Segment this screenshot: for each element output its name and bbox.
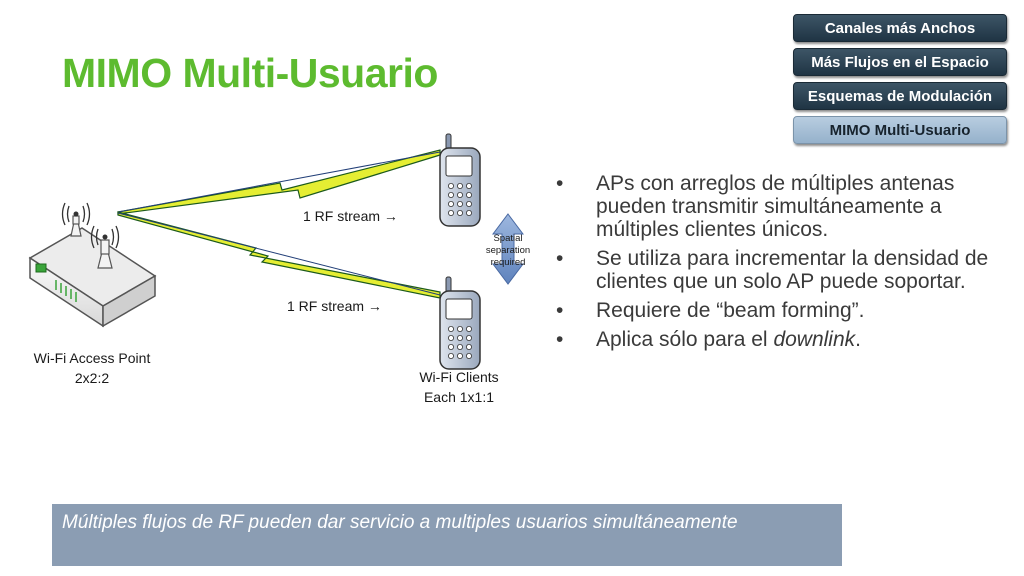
ap-label: Wi-Fi Access Point <box>34 350 151 366</box>
nav-button-canales[interactable]: Canales más Anchos <box>793 14 1007 42</box>
spatial-label-line1: Spatial <box>493 233 522 244</box>
slide-title: MIMO Multi-Usuario <box>62 50 438 96</box>
ap-spec-label: 2x2:2 <box>75 370 109 386</box>
client-phone-icon-top <box>439 133 481 227</box>
spatial-label-line3: required <box>491 257 526 268</box>
stream-label-bottom: 1 RF stream → <box>287 298 382 314</box>
bullet-item: •APs con arreglos de múltiples antenas p… <box>556 172 955 241</box>
bullet-item: •Se utiliza para incrementar la densidad… <box>556 247 989 293</box>
clients-spec-label: Each 1x1:1 <box>424 389 494 405</box>
spatial-label-line2: separation <box>486 245 530 256</box>
bullet-item: •Requiere de “beam forming”. <box>556 299 865 322</box>
bullet-list: •APs con arreglos de múltiples antenas p… <box>556 172 1018 357</box>
bullet-item: •Aplica sólo para el downlink. <box>556 328 861 351</box>
access-point-icon <box>28 202 157 328</box>
rf-beam-top <box>117 149 441 215</box>
client-phone-icon-bottom <box>439 276 481 370</box>
nav-button-mimo-active[interactable]: MIMO Multi-Usuario <box>793 116 1007 144</box>
nav-button-flujos[interactable]: Más Flujos en el Espacio <box>793 48 1007 76</box>
downlink-emphasis: downlink <box>773 328 856 351</box>
rf-beam-bottom <box>117 211 441 299</box>
footer-banner: Múltiples flujos de RF pueden dar servic… <box>52 504 842 566</box>
stream-label-top: 1 RF stream → <box>303 208 398 224</box>
clients-label: Wi-Fi Clients <box>419 369 498 385</box>
spatial-separation-arrow-icon <box>492 213 524 285</box>
nav-button-modulacion[interactable]: Esquemas de Modulación <box>793 82 1007 110</box>
